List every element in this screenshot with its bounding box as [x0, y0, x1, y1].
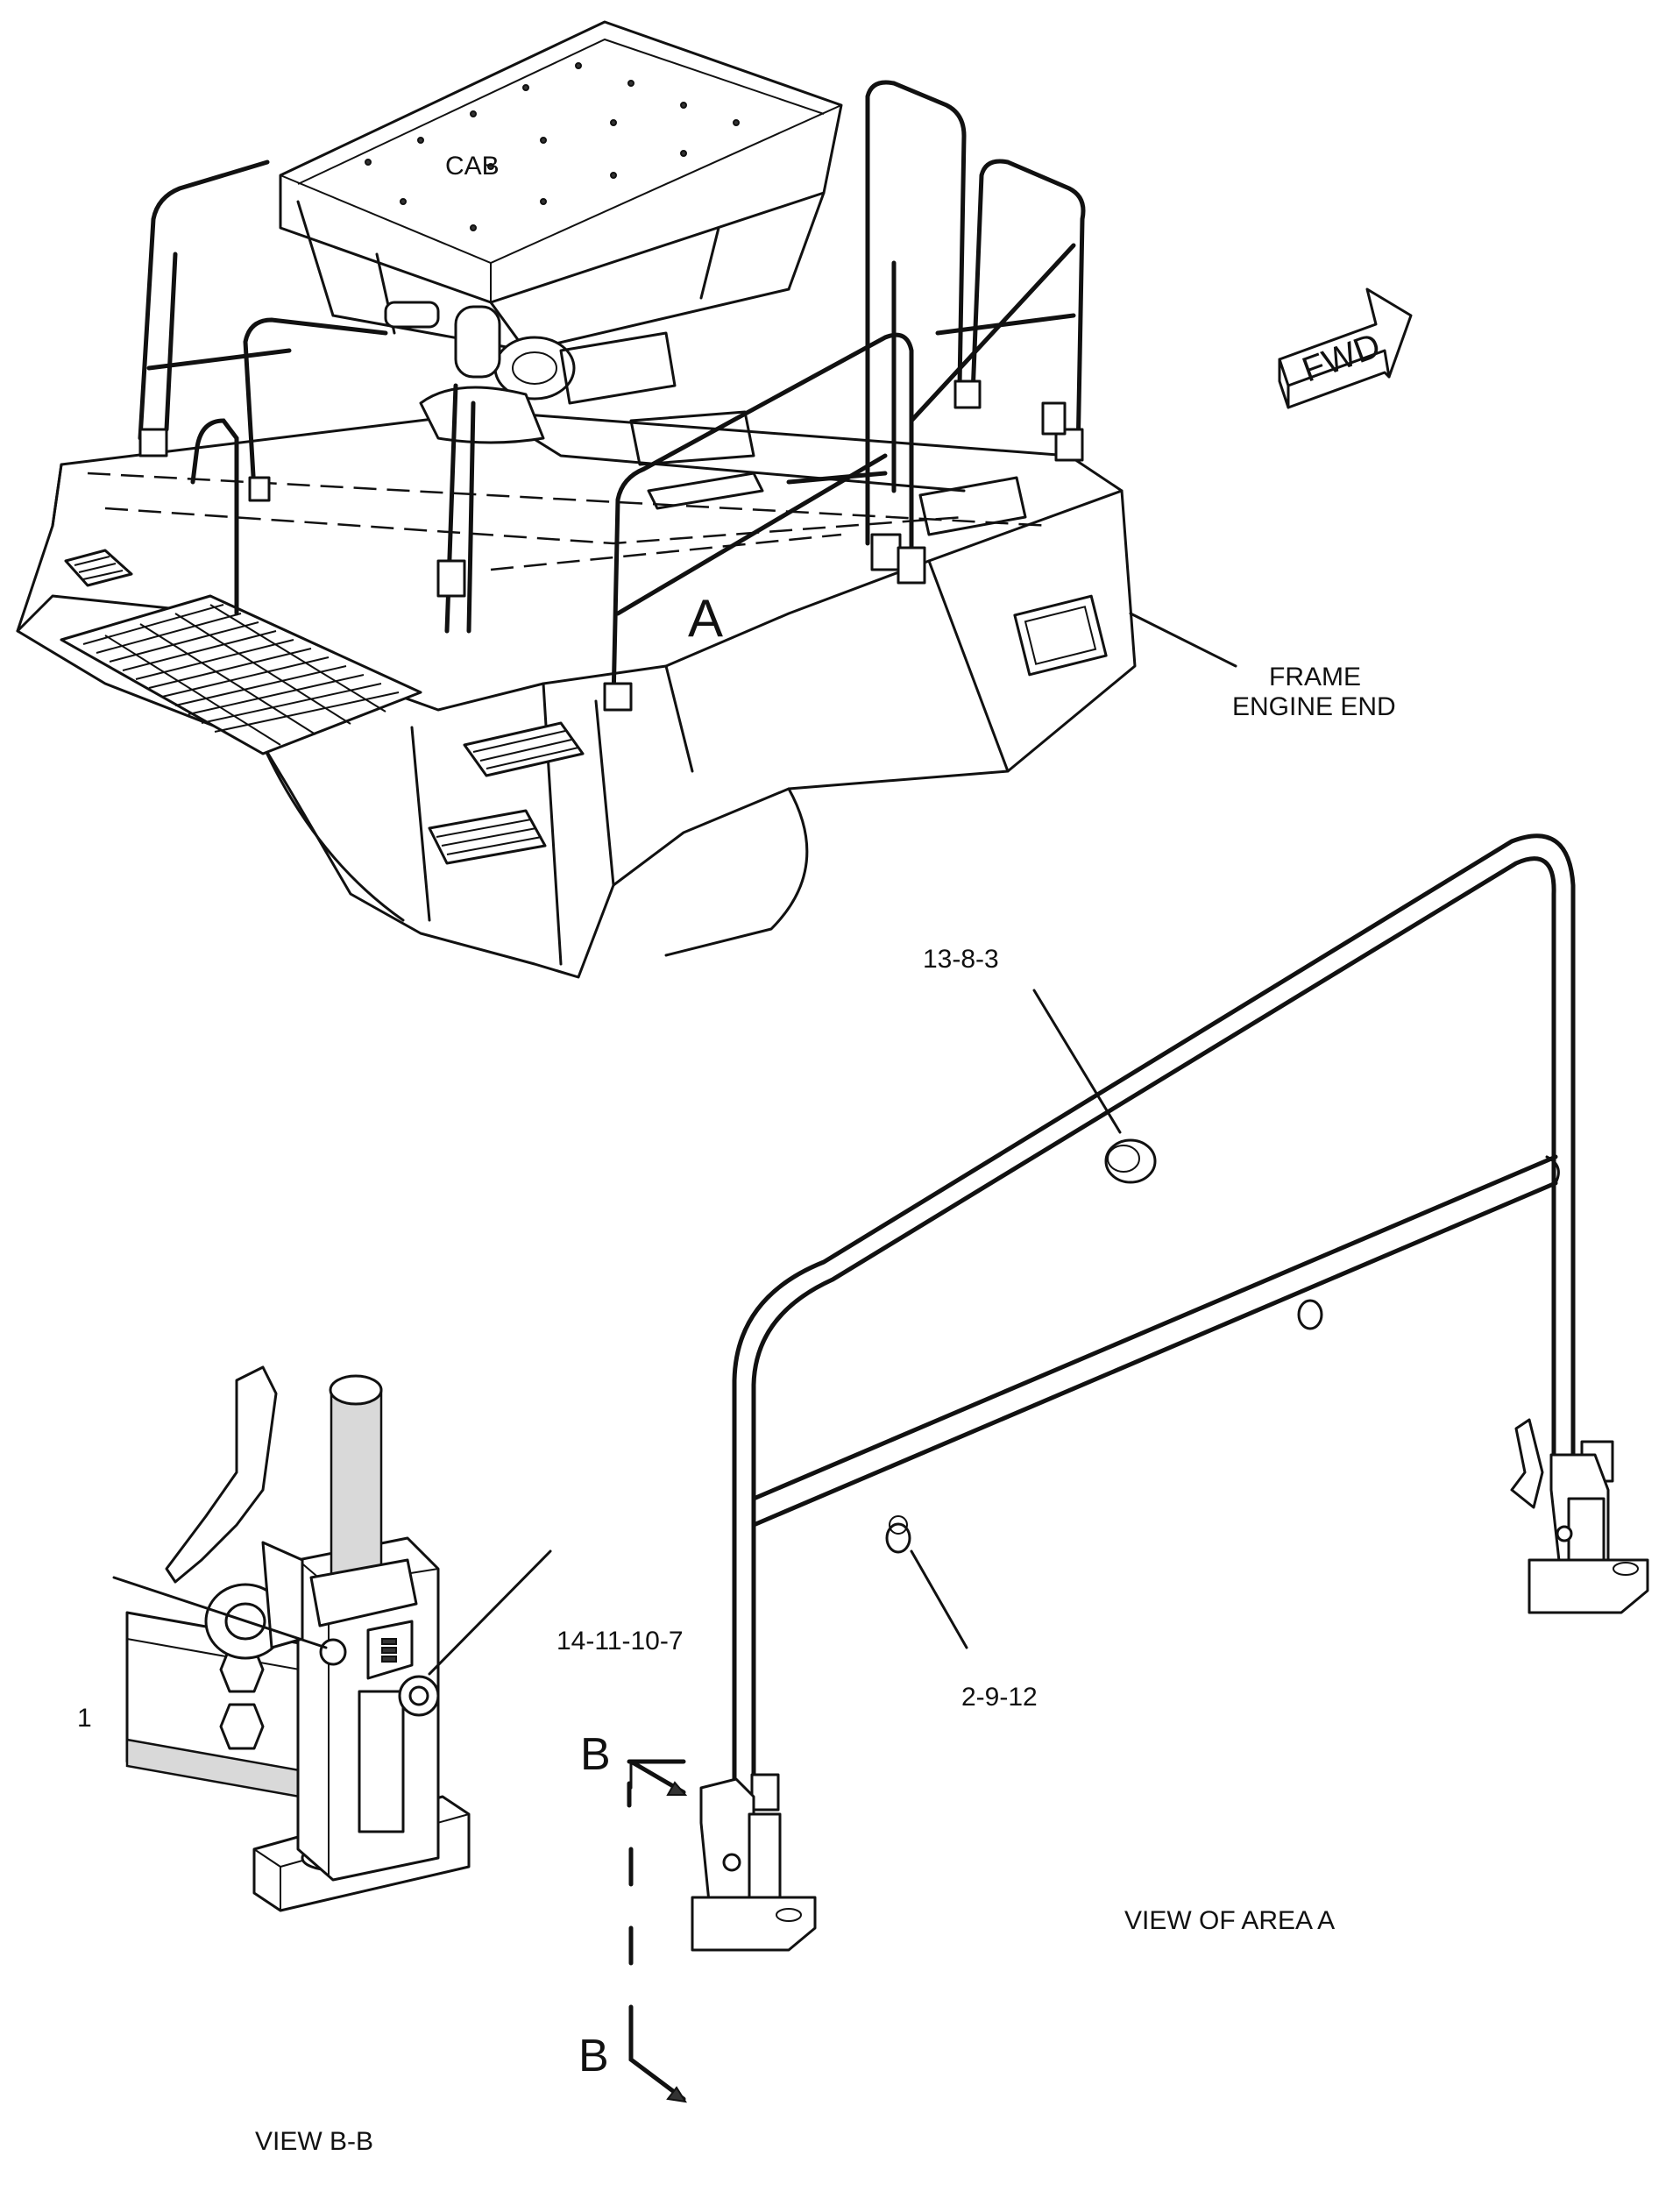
left-post-bracket — [691, 1773, 817, 1952]
section-b-top: B — [580, 1729, 611, 1780]
overview-handrails — [138, 80, 1086, 712]
engine-end-label: ENGINE END — [1232, 692, 1396, 721]
view-b-b-caption: VIEW B-B — [255, 2127, 374, 2156]
callout-14-11-10-7: 14-11-10-7 — [556, 1627, 684, 1656]
machine-overview — [16, 20, 1237, 979]
cab — [279, 20, 843, 352]
view-b-b-detail — [112, 1365, 552, 1912]
step-grating — [60, 549, 422, 755]
handrail-detail — [691, 833, 1649, 1952]
callout-1: 1 — [77, 1704, 92, 1733]
section-line-b-b — [627, 1759, 688, 2103]
fwd-arrow-icon: FWD — [1278, 287, 1413, 409]
side-steps — [410, 699, 615, 922]
engine-components — [384, 301, 1027, 536]
area-a-marker: A — [688, 589, 724, 648]
view-of-area-a-caption: VIEW OF AREA A — [1124, 1906, 1336, 1935]
cab-label: CAB — [445, 152, 500, 181]
callout-13-8-3: 13-8-3 — [923, 945, 999, 974]
callout-2-9-12: 2-9-12 — [961, 1683, 1038, 1712]
frame-label: FRAME — [1269, 663, 1361, 691]
right-post-bracket — [1510, 1418, 1649, 1614]
section-b-bottom: B — [578, 2031, 609, 2081]
